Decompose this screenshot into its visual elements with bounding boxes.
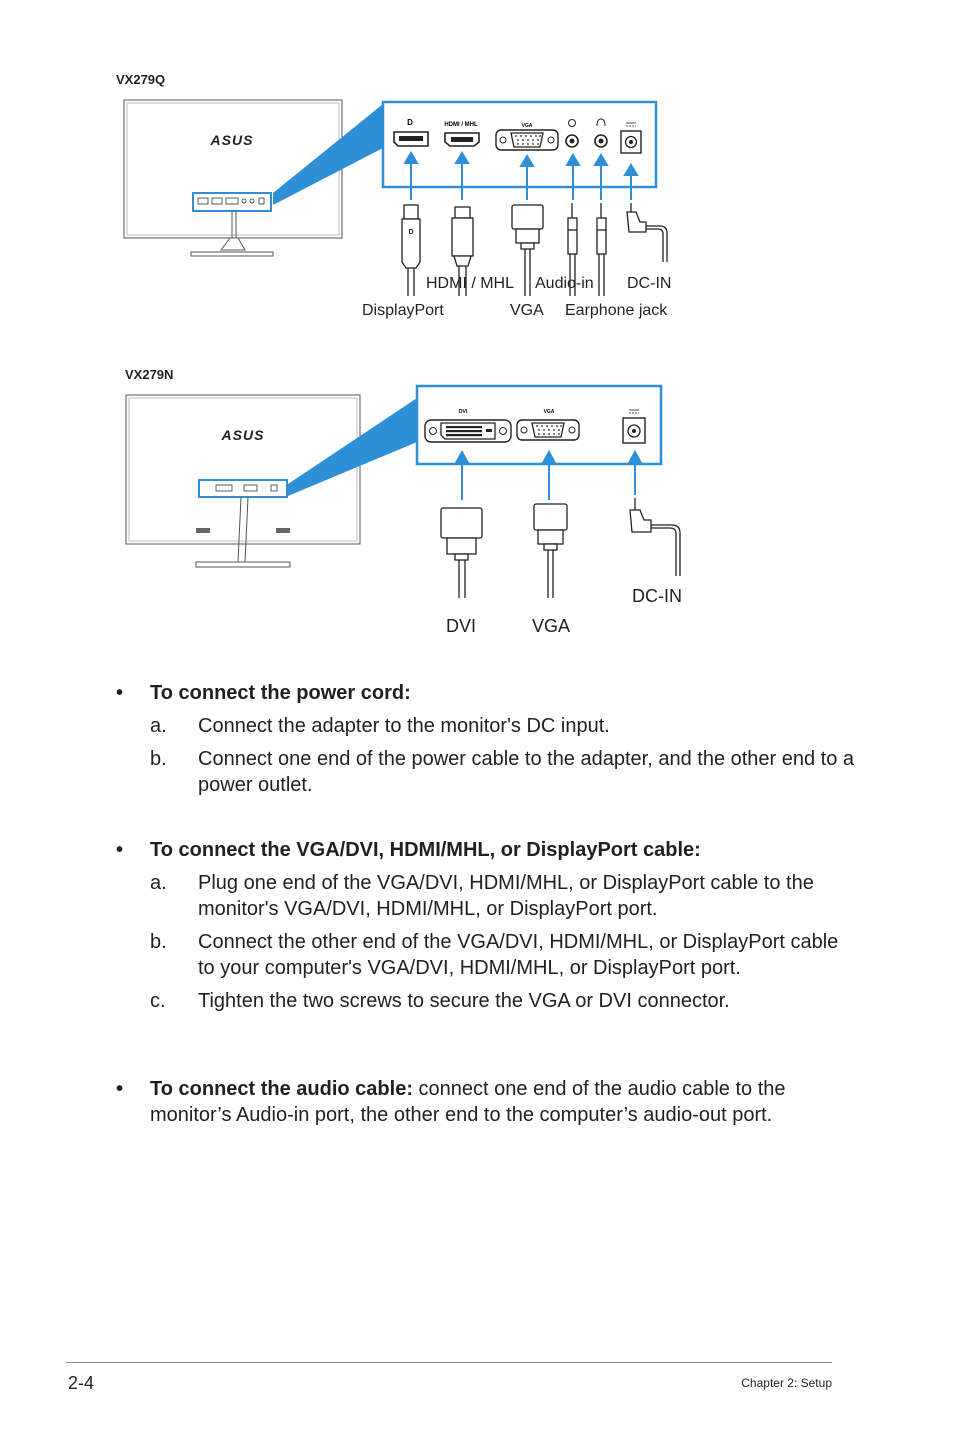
vga-cable-plug-2 <box>533 503 568 598</box>
svg-text:VGA: VGA <box>544 409 555 415</box>
figure2-model-label: VX279N <box>125 367 174 382</box>
video-step-b: b. Connect the other end of the VGA/DVI,… <box>116 929 856 981</box>
vx279q-zoom-callout <box>273 104 383 205</box>
step-letter: a. <box>150 715 167 737</box>
dc-in-label: DC-IN <box>627 275 672 292</box>
hdmi-cable-plug <box>451 206 474 296</box>
vx279q-cable-plugs: D <box>401 203 668 296</box>
vga-cable-plug <box>511 204 544 296</box>
dvi-label: DVI <box>446 616 477 636</box>
bullet: • <box>116 839 124 861</box>
video-step-c: c. Tighten the two screws to secure the … <box>116 988 856 1014</box>
vx279n-diagram: ASUS DVI VGA <box>125 384 681 598</box>
audio-cable-heading: To connect the audio cable: <box>150 1078 413 1100</box>
hdmi-mhl-label: HDMI / MHL <box>426 275 514 292</box>
svg-text:D: D <box>407 118 413 127</box>
bullet: • <box>116 1078 124 1100</box>
step-text: Connect the other end of the VGA/DVI, HD… <box>198 931 839 979</box>
vga-port-icon-2: VGA <box>516 409 580 441</box>
vga-port-icon: VGA <box>495 123 559 151</box>
video-step-a: a. Plug one end of the VGA/DVI, HDMI/MHL… <box>116 870 856 922</box>
dvi-port-icon: DVI <box>424 409 512 443</box>
dc-in-port-icon <box>620 122 642 154</box>
figure1-model-label: VX279Q <box>116 72 166 87</box>
earphone-jack-label: Earphone jack <box>565 302 668 319</box>
step-text: Tighten the two screws to secure the VGA… <box>198 990 730 1012</box>
video-cable-section: • To connect the VGA/DVI, HDMI/MHL, or D… <box>116 837 856 1014</box>
vx279n-monitor-illustration: ASUS <box>125 394 361 568</box>
step-text: Connect the adapter to the monitor's DC … <box>198 715 610 737</box>
power-cord-heading: To connect the power cord: <box>150 682 411 704</box>
hdmi-port-icon: HDMI / MHL <box>444 122 480 147</box>
audio-in-cable-plug <box>567 203 578 296</box>
displayport-port-icon: D <box>393 118 429 147</box>
step-letter: a. <box>150 872 167 894</box>
svg-text:VGA: VGA <box>522 123 533 129</box>
svg-text:D: D <box>408 229 413 236</box>
power-step-a: a. Connect the adapter to the monitor's … <box>116 713 856 739</box>
asus-logo: ASUS <box>210 132 254 148</box>
svg-text:HDMI / MHL: HDMI / MHL <box>444 122 478 128</box>
step-text: Plug one end of the VGA/DVI, HDMI/MHL, o… <box>198 872 814 920</box>
power-cord-section: • To connect the power cord: a. Connect … <box>116 680 856 798</box>
vx279n-port-panel: DVI VGA <box>415 384 663 466</box>
vx279n-zoom-callout <box>288 398 417 496</box>
asus-logo-2: ASUS <box>221 427 265 443</box>
earphone-cable-plug <box>596 203 607 296</box>
vx279n-connection-arrows <box>454 449 643 500</box>
dc-in-port-icon-2 <box>622 409 646 444</box>
vga-label: VGA <box>510 302 544 319</box>
audio-cable-section: • To connect the audio cable: connect on… <box>116 1076 856 1128</box>
audio-in-port-icon <box>565 119 579 148</box>
audio-in-label: Audio-in <box>535 275 594 292</box>
displayport-cable-plug: D <box>401 204 421 296</box>
vx279q-port-panel: D HDMI / MHL VGA <box>381 100 658 189</box>
vx279n-cable-plugs <box>440 498 681 598</box>
dc-in-cable-plug <box>626 203 668 262</box>
step-letter: b. <box>150 931 167 953</box>
step-letter: c. <box>150 990 166 1012</box>
power-step-b: b. Connect one end of the power cable to… <box>116 746 856 798</box>
dvi-cable-plug <box>440 507 483 598</box>
dc-in-label-2: DC-IN <box>632 586 682 606</box>
displayport-label: DisplayPort <box>362 302 444 319</box>
vx279q-connection-arrows <box>403 151 639 200</box>
vga-label-2: VGA <box>532 616 571 636</box>
bullet: • <box>116 682 124 704</box>
audio-cable-text: connect one end of the audio cable to th… <box>150 1078 786 1126</box>
step-text: Connect one end of the power cable to th… <box>198 748 855 796</box>
chapter-title: Chapter 2: Setup <box>741 1376 832 1390</box>
footer-rule <box>66 1362 832 1363</box>
instructions: • To connect the power cord: a. Connect … <box>116 680 856 1128</box>
page-number: 2-4 <box>68 1373 95 1393</box>
earphone-port-icon <box>594 118 608 148</box>
svg-text:DVI: DVI <box>459 409 468 415</box>
step-letter: b. <box>150 748 167 770</box>
dc-in-cable-plug-2 <box>629 498 681 576</box>
video-cable-heading: To connect the VGA/DVI, HDMI/MHL, or Dis… <box>150 839 701 861</box>
vx279q-diagram: ASUS D HDMI / MHL VGA <box>123 99 668 296</box>
